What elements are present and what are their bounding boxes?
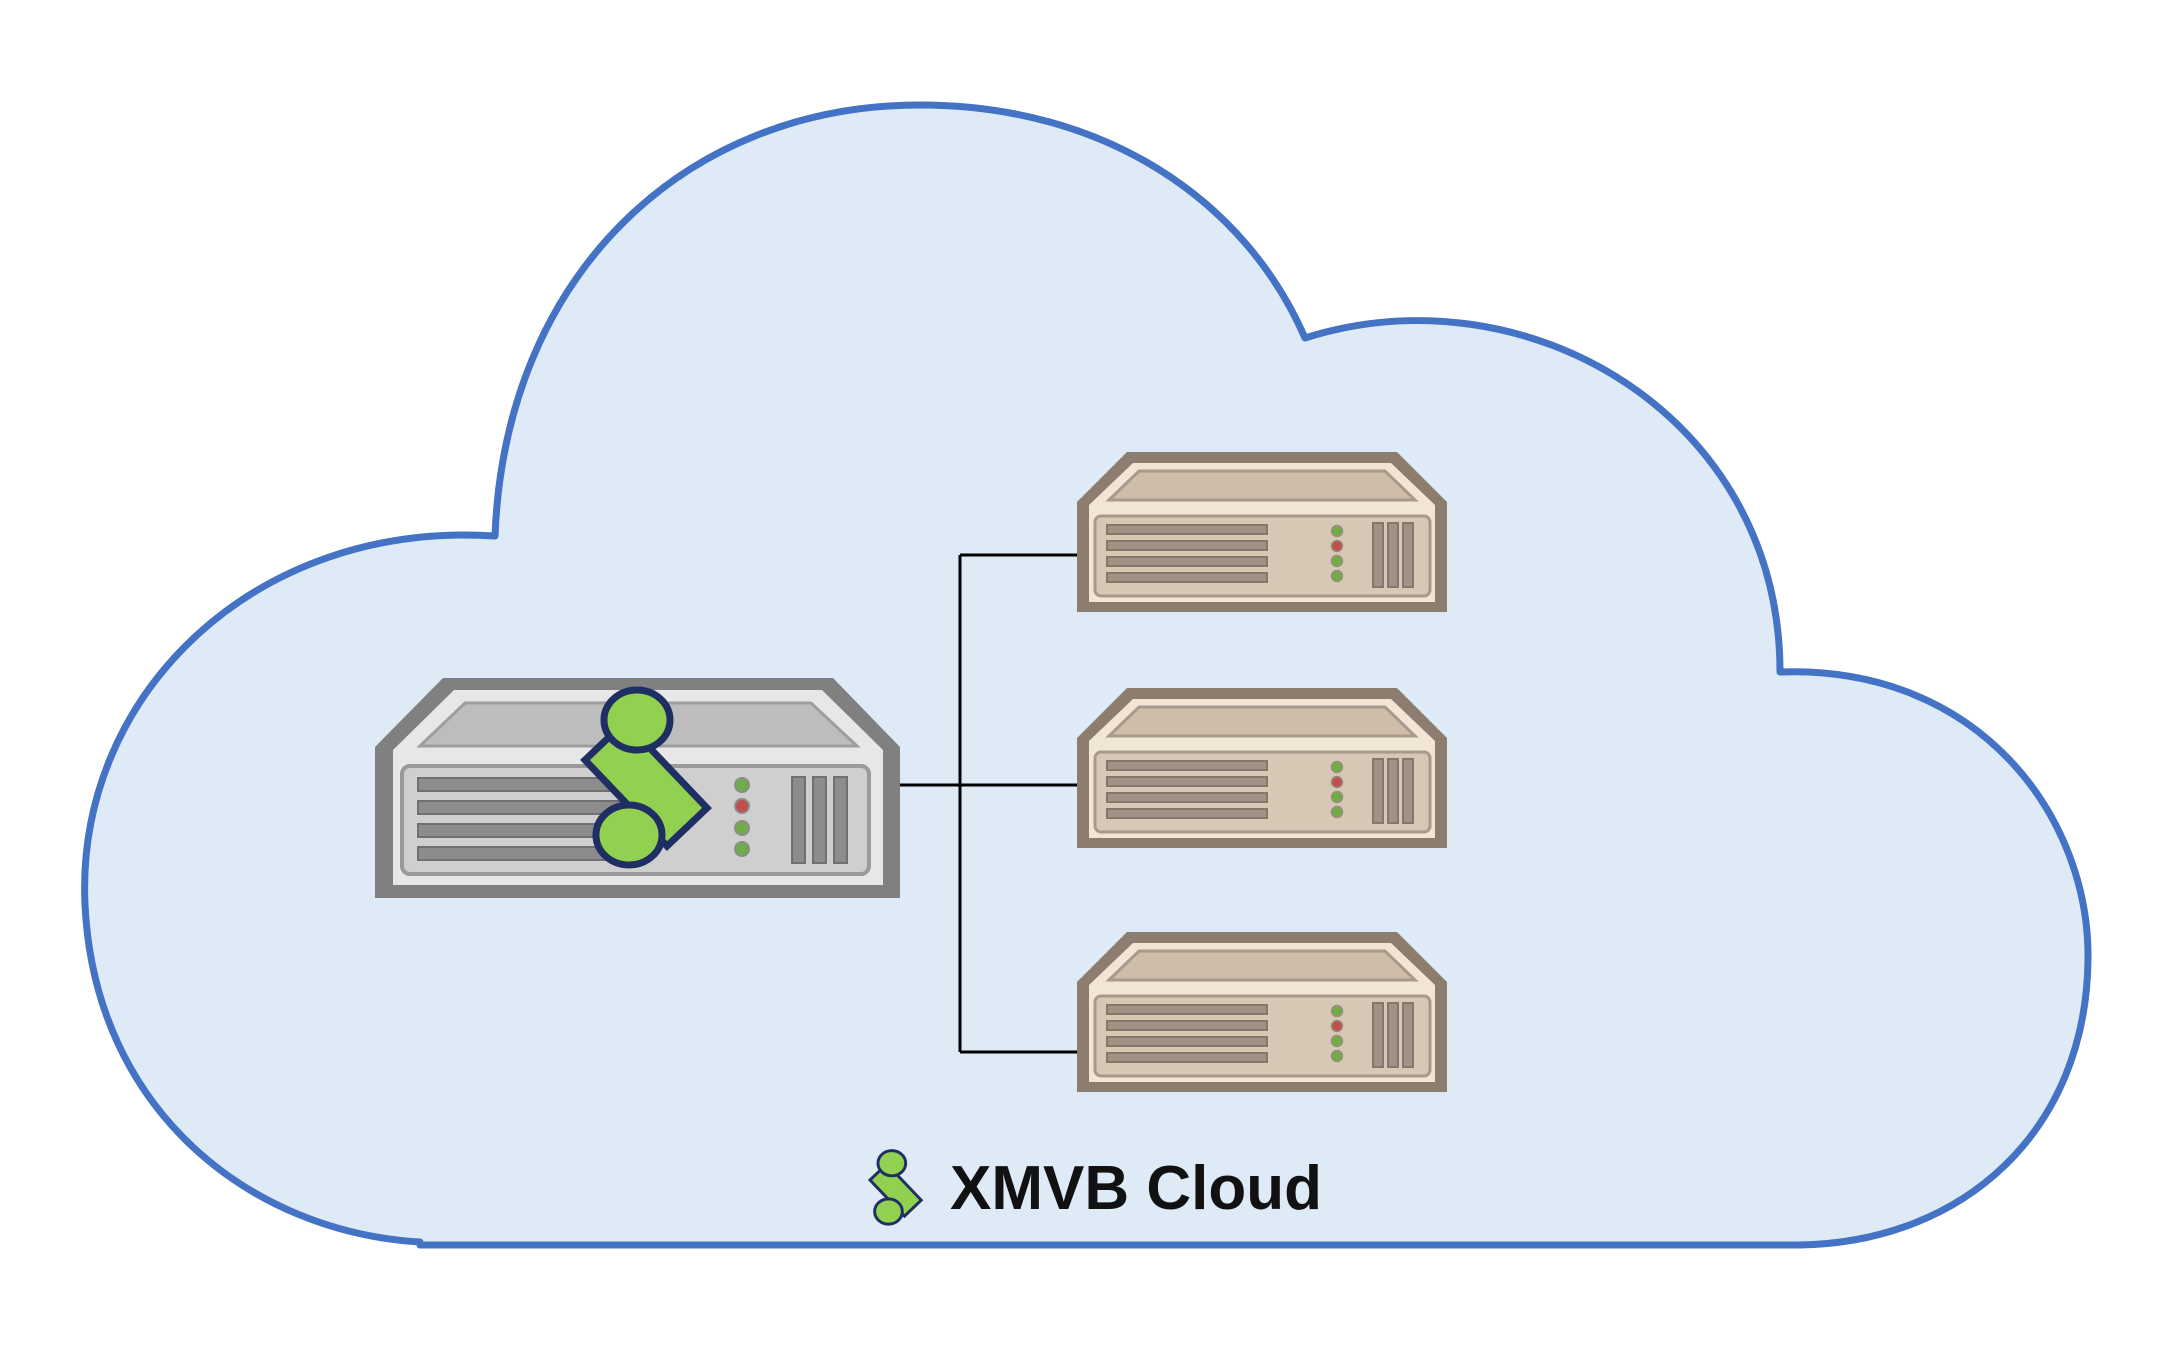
caption: XMVB Cloud xyxy=(868,1149,1322,1226)
worker-server-3 xyxy=(1075,930,1449,1094)
master-server xyxy=(373,676,902,900)
cloud-shape xyxy=(81,101,2092,1249)
worker-server-1 xyxy=(1075,450,1449,614)
caption-text: XMVB Cloud xyxy=(950,1154,1322,1223)
worker-server-2 xyxy=(1075,686,1449,850)
connector-lines xyxy=(900,553,1092,1054)
